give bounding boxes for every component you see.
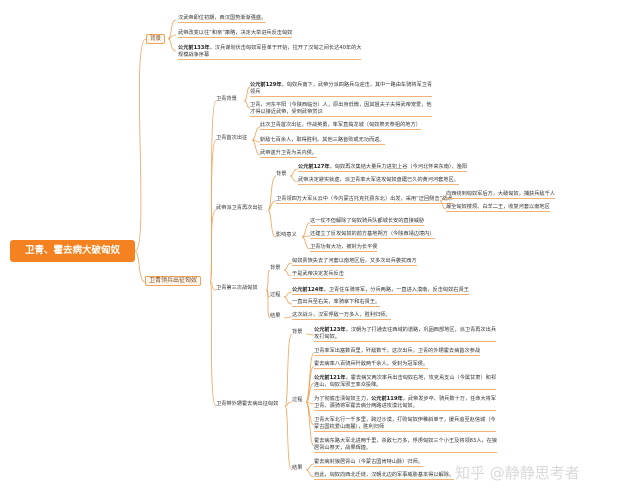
node-hq-process-2[interactable]: 霍去病率八百骑兵歼敌两千余人，受封为冠军侯。: [314, 361, 429, 370]
root-node[interactable]: 卫青、霍去病大破匈奴: [10, 240, 135, 262]
node-wq-third-process[interactable]: 过程: [270, 292, 281, 298]
node-text: 霍去病东路大军北进两千里，杀敌七万多，俘虏匈奴三个小王及将领83人，在狼: [314, 438, 497, 444]
year-label: 公元前127年: [298, 164, 330, 170]
node-hq-process-6[interactable]: 霍去病东路大军北进两千里，杀敌七万多，俘虏匈奴三个小王及将领83人，在狼 居胥山…: [314, 438, 497, 454]
node-text: 居胥山祭天，战果辉煌。: [314, 444, 372, 451]
node-text: 卫青，河东平阳（今陕西临汾）人，原出身低微，因其姐夫子夫得武帝宠爱，他: [250, 102, 432, 108]
node-text: 规模战争序幕: [178, 51, 210, 58]
year-label: 公元前121年: [314, 375, 346, 381]
node-wq-again-bg-1[interactable]: 公元前127年，匈奴再次集结大量兵力进犯上谷（今河北怀来东南），渔阳: [298, 164, 468, 173]
node-text: ，汉兵谋划伏击匈奴军臣单于开始，拉开了汉匈之间长达40年的大: [209, 45, 362, 51]
node-hq-bg-1[interactable]: 公元前123年，汉朝为了打通去往西域的道路，巩固西部地区，派卫青再次出兵 攻打匈…: [314, 327, 497, 343]
node-wq-third-result[interactable]: 结果: [270, 313, 281, 319]
node-text: 卫青大军北行一千多里，跨过沙漠，打败匈奴伊稚斜单于，援兵追至赵信城（今: [314, 417, 496, 423]
node-hq-process-5[interactable]: 卫青大军北行一千多里，跨过沙漠，打败匈奴伊稚斜单于，援兵追至赵信城（今 蒙古国杭…: [314, 417, 496, 433]
node-text: ，匈奴兵南下，武帝分派四路兵马迎击，其中一路由车骑将军卫青: [281, 82, 433, 88]
watermark: 知乎 @静静思考者: [455, 464, 580, 482]
node-wq-third-process-1[interactable]: 公元前124年，卫青任车骑将军，分兵两路，一直进入漠南，反击匈奴右贤王: [292, 287, 469, 296]
node-hq-process-1[interactable]: 卫青率军出塞数百里，歼敌数千，这次出兵，卫青的外甥霍去病首次参战: [314, 348, 481, 357]
year-label: 公元前123年: [314, 327, 346, 333]
node-wq-bg-1[interactable]: 公元前129年，匈奴兵南下，武帝分派四路兵马迎击，其中一路由车骑将军卫青 领兵: [250, 82, 433, 98]
year-label: 公元前129年: [250, 82, 282, 88]
node-wq-first-1[interactable]: 此次卫青首次出征，作战英勇，率军直捣龙城（匈奴祭天祭祖的地方）: [260, 122, 421, 131]
node-bg-1[interactable]: 汉武帝即位初期，西汉国势渐渐强盛。: [178, 15, 267, 24]
node-wq-again-process[interactable]: 卫青领四万大军从云中（今内蒙古托克托县东北）出发，采用“迂回侧击”战术: [276, 196, 453, 205]
node-wq-third-result-1[interactable]: 这次战斗，汉军俘敌一万多人，胜利归师。: [292, 312, 391, 321]
node-wq-third-process-2[interactable]: 一直出兵至右关，率骑拿下和右贤王。: [292, 299, 381, 308]
year-label: 公元前124年: [292, 287, 324, 293]
node-hq-result[interactable]: 结果: [292, 465, 303, 471]
node-wq-again-process-1[interactable]: 向西绕到匈奴军后方，大破匈奴，捕获兵敌千人: [446, 191, 555, 200]
node-wq-again-bg-2[interactable]: 武帝决定避实就虚，派卫青率大军进攻匈奴盘踞已久的黄河河套地区。: [298, 177, 459, 186]
node-text: 领兵: [250, 88, 261, 95]
node-hq-background[interactable]: 背景: [292, 329, 303, 335]
node-main[interactable]: 卫青领兵出征匈奴: [145, 276, 202, 287]
node-wq-again-effect-1[interactable]: 这一仗不但解除了匈奴骑兵队都城长安的直接威胁: [310, 218, 425, 227]
node-text: 攻打匈奴。: [314, 333, 340, 340]
node-hq-result-2[interactable]: 自此，匈奴向西北迁徙，汉朝北边的军事威胁基本得以解除。: [314, 472, 455, 481]
node-text: ，卫青任车骑将军，分兵两路，一直进入漠南，反击匈奴右贤王: [323, 287, 469, 293]
year-label: 公元前119年: [371, 396, 403, 402]
node-wq-again-effect-2[interactable]: 还建立了反攻匈奴的前方基地朔方（今陕西靖边境内）: [310, 231, 435, 240]
node-hq-process-4[interactable]: 为了彻底击溃匈奴主力，公元前119年，武帝发步卒、骑兵数十万，任命大将军 卫青、…: [314, 396, 497, 412]
node-wq-again-process-2[interactable]: 最全匈奴楼烦、白羊二王，收复河套以南地区: [446, 204, 550, 213]
node-hq-process-3[interactable]: 公元前121年，霍去病又两次率兵出击匈奴右地，攻克焉支山（今属甘肃）和祁 连山，…: [314, 375, 497, 391]
node-wq-bg-2[interactable]: 卫青，河东平阳（今陕西临汾）人，原出身低微，因其姐夫子夫得武帝宠爱，他 才得以接…: [250, 102, 432, 118]
node-bg-2[interactable]: 武帝改变以往“和亲”策略，决定大举进兵反击匈奴: [178, 30, 293, 39]
node-bg-3[interactable]: 公元前133年，汉兵谋划伏击匈奴军臣单于开始，拉开了汉匈之间长达40年的大 规模…: [178, 45, 362, 61]
node-text: ，匈奴再次集结大量兵力进犯上谷（今河北怀来东南），渔阳: [329, 164, 468, 170]
node-wq-again-bg[interactable]: 背景: [276, 171, 287, 177]
node-wq-third-bg[interactable]: 背景: [270, 265, 281, 271]
node-hq-process[interactable]: 过程: [292, 397, 303, 403]
node-wq-background[interactable]: 卫青背景: [216, 96, 237, 102]
node-wq-third[interactable]: 卫青第三次战匈奴: [216, 285, 258, 291]
node-wq-first-3[interactable]: 武帝遂升卫青为关内侯。: [260, 150, 318, 159]
node-text: ，武帝发步卒、骑兵数十万，任命大将军: [402, 396, 497, 402]
node-wq-third-bg-2[interactable]: 于是武帝决定发兵反击: [292, 271, 344, 280]
node-text: 蒙古国杭爱山南麓），胜利归师: [314, 423, 385, 430]
node-wq-first-2[interactable]: 斩敌七百余人，取得胜利。其他三路皆败或无功而返。: [260, 137, 385, 146]
node-hq-result-1[interactable]: 霍去病封狼居胥山（今蒙古国肯特山脉）归师。: [314, 459, 423, 468]
node-text: ，霍去病又两次率兵出击匈奴右地，攻克焉支山（今属甘肃）和祁: [345, 375, 497, 381]
node-wq-again-effect[interactable]: 影响意义: [276, 232, 297, 238]
node-wq-hq[interactable]: 卫青带外甥霍去病出征匈奴: [216, 401, 279, 407]
node-text: ，汉朝为了打通去往西域的道路，巩固西部地区，派卫青再次出兵: [345, 327, 497, 333]
node-text: 才得以接近武帝，受到武帝赏识: [250, 108, 323, 115]
node-wq-first[interactable]: 卫青首次出征: [216, 135, 248, 141]
node-wq-third-bg-1[interactable]: 匈奴贵族失去了河套以南地区后，又多次出兵袭扰西方: [292, 258, 417, 267]
node-wq-again[interactable]: 武帝派卫青再次出征: [216, 205, 263, 211]
node-text: 为了彻底击溃匈奴主力，: [314, 396, 372, 402]
node-text: 卫青、骠骑将军霍去病分两路进攻漠北匈奴。: [314, 402, 418, 409]
node-wq-again-effect-3[interactable]: 卫青功有大功，被封为长平侯: [310, 244, 378, 253]
year-label: 公元前133年: [178, 45, 210, 51]
node-text: 连山，匈奴浑邪王率众投降。: [314, 381, 382, 388]
node-background[interactable]: 背景: [146, 34, 166, 45]
